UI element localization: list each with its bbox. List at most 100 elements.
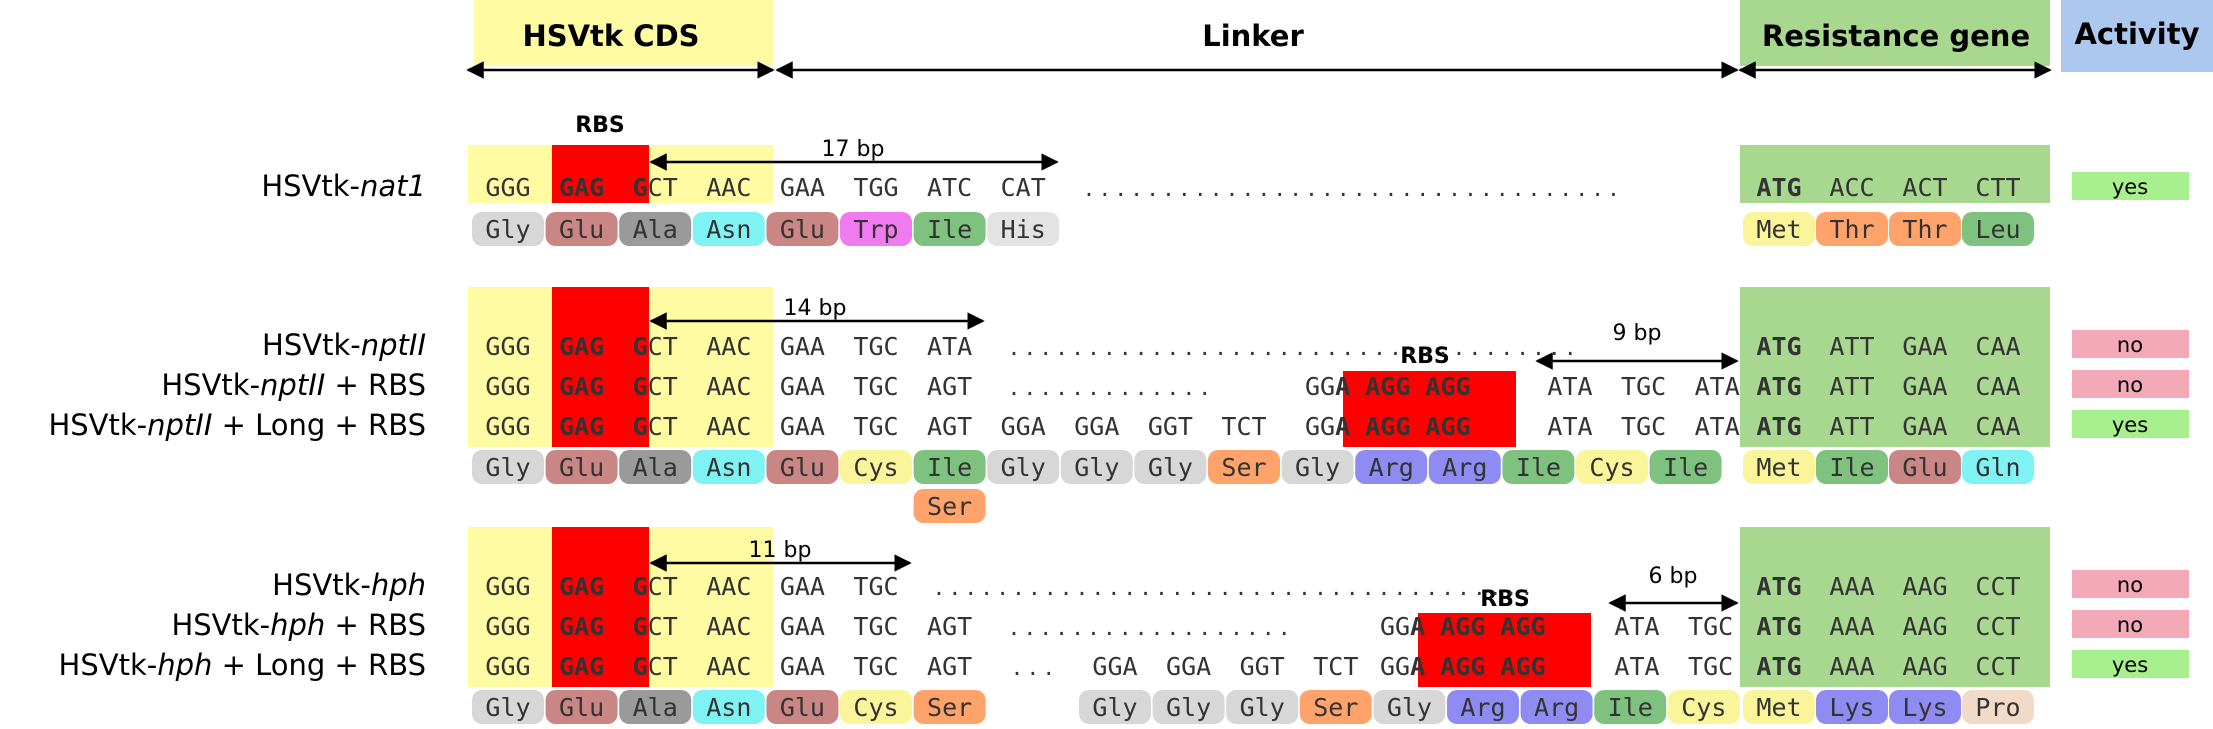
hph-row3-mid-codon: GGA <box>1166 652 1211 681</box>
nat1-codon: TGG <box>853 173 898 202</box>
nptII-aa-gly <box>1060 450 1133 484</box>
nptII-aa-label: Ala <box>633 453 678 482</box>
nat1-aa-thr <box>1816 212 1888 246</box>
hph-mid-aa-label: Cys <box>1681 693 1726 722</box>
nptII-extra-aa-label: Ser <box>927 492 972 521</box>
nptII-aa-gly <box>1281 450 1354 484</box>
nat1-codon: AAC <box>706 173 751 202</box>
hph-row1-activity-badge <box>2072 570 2189 598</box>
nptII-row2-codon: GAG <box>559 372 604 401</box>
hph-row1-codon: GAA <box>780 572 825 601</box>
nptII-aa-label: Gly <box>1295 453 1340 482</box>
nptII-aa-label: Ile <box>1516 453 1561 482</box>
nptII-aa-ile <box>1816 450 1888 484</box>
hph-row3-res-codon: CCT <box>1975 652 2020 681</box>
hph-row2-res-codon: CCT <box>1975 612 2020 641</box>
nptII-row3-linker-codon: ATA <box>1547 412 1592 441</box>
nptII-aa-glu <box>545 450 618 484</box>
nptII-aa-label: Gln <box>1975 453 2020 482</box>
nptII-row1-label: HSVtk-nptII <box>262 328 426 362</box>
nptII-aa-label: Ser <box>1221 453 1266 482</box>
hph-aa-label: Pro <box>1975 693 2020 722</box>
nat1-dots: . . . . . . . . . . . . . . . . . . . . … <box>1085 173 1617 202</box>
nptII-row1-codon: GAG <box>559 332 604 361</box>
hph-mid-aa-gly <box>1152 690 1225 724</box>
nat1-res-codon: ACT <box>1902 173 1947 202</box>
hph-row2-res-codon: AAG <box>1902 612 1947 641</box>
hph-row2-codon: GAA <box>780 612 825 641</box>
hph-aa-lys <box>1889 690 1961 724</box>
nptII-row2-codon: AGT <box>927 372 972 401</box>
nptII-row2-res-codon: CAA <box>1975 372 2020 401</box>
hph-row2-codon: GAG <box>559 612 604 641</box>
nat1-resistance-bg <box>1740 145 2050 203</box>
nat1-codon: GCT <box>633 173 678 202</box>
nptII-row3-codon: GGA <box>1074 412 1119 441</box>
nptII-row2-res-codon: GAA <box>1902 372 1947 401</box>
nptII-row1-activity-value: no <box>2117 333 2143 357</box>
hph-row2-codon: GGG <box>485 612 530 641</box>
nptII-row1-codon: GCT <box>633 332 678 361</box>
nptII-aa-ile <box>1502 450 1575 484</box>
hph-row1-res-codon: CCT <box>1975 572 2020 601</box>
nat1-aa-label: Trp <box>853 215 898 244</box>
nptII-row2-codon: GCT <box>633 372 678 401</box>
nptII-row2-codon: GGG <box>485 372 530 401</box>
hph-mid-aa-gly <box>1226 690 1299 724</box>
hph-row3-mid-codon: GGA <box>1092 652 1137 681</box>
nat1-aa-thr <box>1889 212 1961 246</box>
hph-row1-res-codon: ATG <box>1756 572 1801 601</box>
nat1-aa-label: Thr <box>1902 215 1947 244</box>
nptII-aa-ile <box>913 450 986 484</box>
nat1-rbs-label: RBS <box>575 113 625 138</box>
hph-aa-asn <box>692 690 765 724</box>
nptII-aa-label: Gly <box>1001 453 1046 482</box>
nptII-row2-rbs-codons: GGA AGG AGG <box>1305 372 1471 401</box>
nptII-aa-label: Arg <box>1442 453 1487 482</box>
nat1-res-codon: ACC <box>1829 173 1874 202</box>
hph-aa-gly <box>472 690 544 724</box>
hph-resistance-bg <box>1740 527 2050 687</box>
nat1-aa-ile <box>913 212 986 246</box>
nptII-aa-label: Gly <box>1074 453 1119 482</box>
nptII-aa-label: Gly <box>485 453 530 482</box>
hph-row3-codon: GGG <box>485 652 530 681</box>
hph-row3-codon: GCT <box>633 652 678 681</box>
nat1-codon: CAT <box>1001 173 1046 202</box>
nptII-aa-label: Met <box>1756 453 1801 482</box>
nptII-row2-linker-codon: TGC <box>1621 372 1666 401</box>
nat1-aa-ala <box>619 212 692 246</box>
nptII-row3-res-codon: CAA <box>1975 412 2020 441</box>
nptII-row3-codon: TGC <box>853 412 898 441</box>
nptII-row3-res-codon: ATG <box>1756 412 1801 441</box>
nat1-aa-label: Asn <box>706 215 751 244</box>
nat1-codon: GAG <box>559 173 604 202</box>
hph-row3-dots: . . . <box>1013 652 1053 681</box>
nptII-row3-linker-codon: ATA <box>1695 412 1740 441</box>
nptII-aa-label: Glu <box>1902 453 1947 482</box>
nptII-row2-activity-badge <box>2072 370 2189 398</box>
hph-bp-label: 11 bp <box>749 538 812 563</box>
hph-aa-label: Asn <box>706 693 751 722</box>
hph-mid-aa-label: Arg <box>1460 693 1505 722</box>
hph-row2-label: HSVtk-hph + RBS <box>171 608 426 642</box>
nptII-row3-res-codon: GAA <box>1902 412 1947 441</box>
hph-aa-label: Ser <box>927 693 972 722</box>
nptII-row1-codon: ATA <box>927 332 972 361</box>
nat1-aa-met <box>1743 212 1815 246</box>
hph-mid-aa-gly <box>1373 690 1446 724</box>
nptII-row1-res-codon: GAA <box>1902 332 1947 361</box>
nptII-row1-activity-badge <box>2072 330 2189 358</box>
hph-row3-linker-codon: TGC <box>1688 652 1733 681</box>
nptII-row2-codon: TGC <box>853 372 898 401</box>
hph-row1-codon: GGG <box>485 572 530 601</box>
nptII-row3-linker-codon: TGC <box>1621 412 1666 441</box>
nptII-row2-res-codon: ATG <box>1756 372 1801 401</box>
hph-row2-linker-codon: ATA <box>1614 612 1659 641</box>
nptII-row3-codon: GGG <box>485 412 530 441</box>
hph-row1-dots: . . . . . . . . . . . . . . . . . . . . … <box>935 572 1531 601</box>
nptII-aa-ser <box>1208 450 1280 484</box>
nptII-row3-codon: GAA <box>780 412 825 441</box>
hph-aa-label: Cys <box>853 693 898 722</box>
nptII-bp-label: 14 bp <box>784 296 847 321</box>
